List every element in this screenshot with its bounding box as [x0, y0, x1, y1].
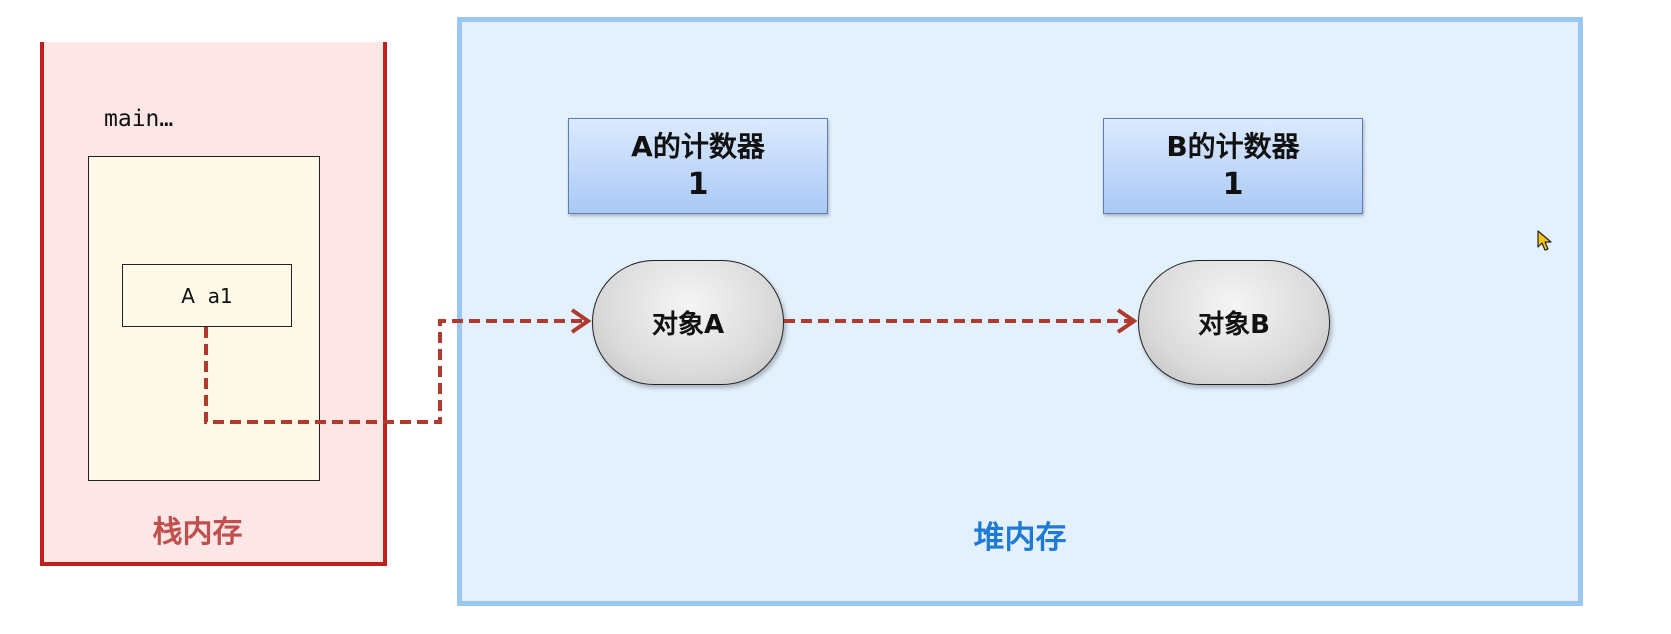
stack-memory-label: 栈内存 [152, 515, 243, 550]
counter-a-label: A的计数器 [631, 130, 765, 163]
counter-a-value: 1 [687, 167, 709, 202]
variable-box-a1: A a1 [122, 264, 292, 327]
object-b-node: 对象B [1138, 260, 1330, 385]
counter-b-box: B的计数器 1 [1103, 118, 1363, 214]
stack-frame-title: main… [104, 106, 174, 132]
object-a-node: 对象A [592, 260, 784, 385]
counter-b-value: 1 [1222, 167, 1244, 202]
counter-a-box: A的计数器 1 [568, 118, 828, 214]
heap-memory-label: 堆内存 [973, 520, 1067, 556]
mouse-pointer-icon [1537, 230, 1552, 251]
counter-b-label: B的计数器 [1166, 130, 1300, 163]
